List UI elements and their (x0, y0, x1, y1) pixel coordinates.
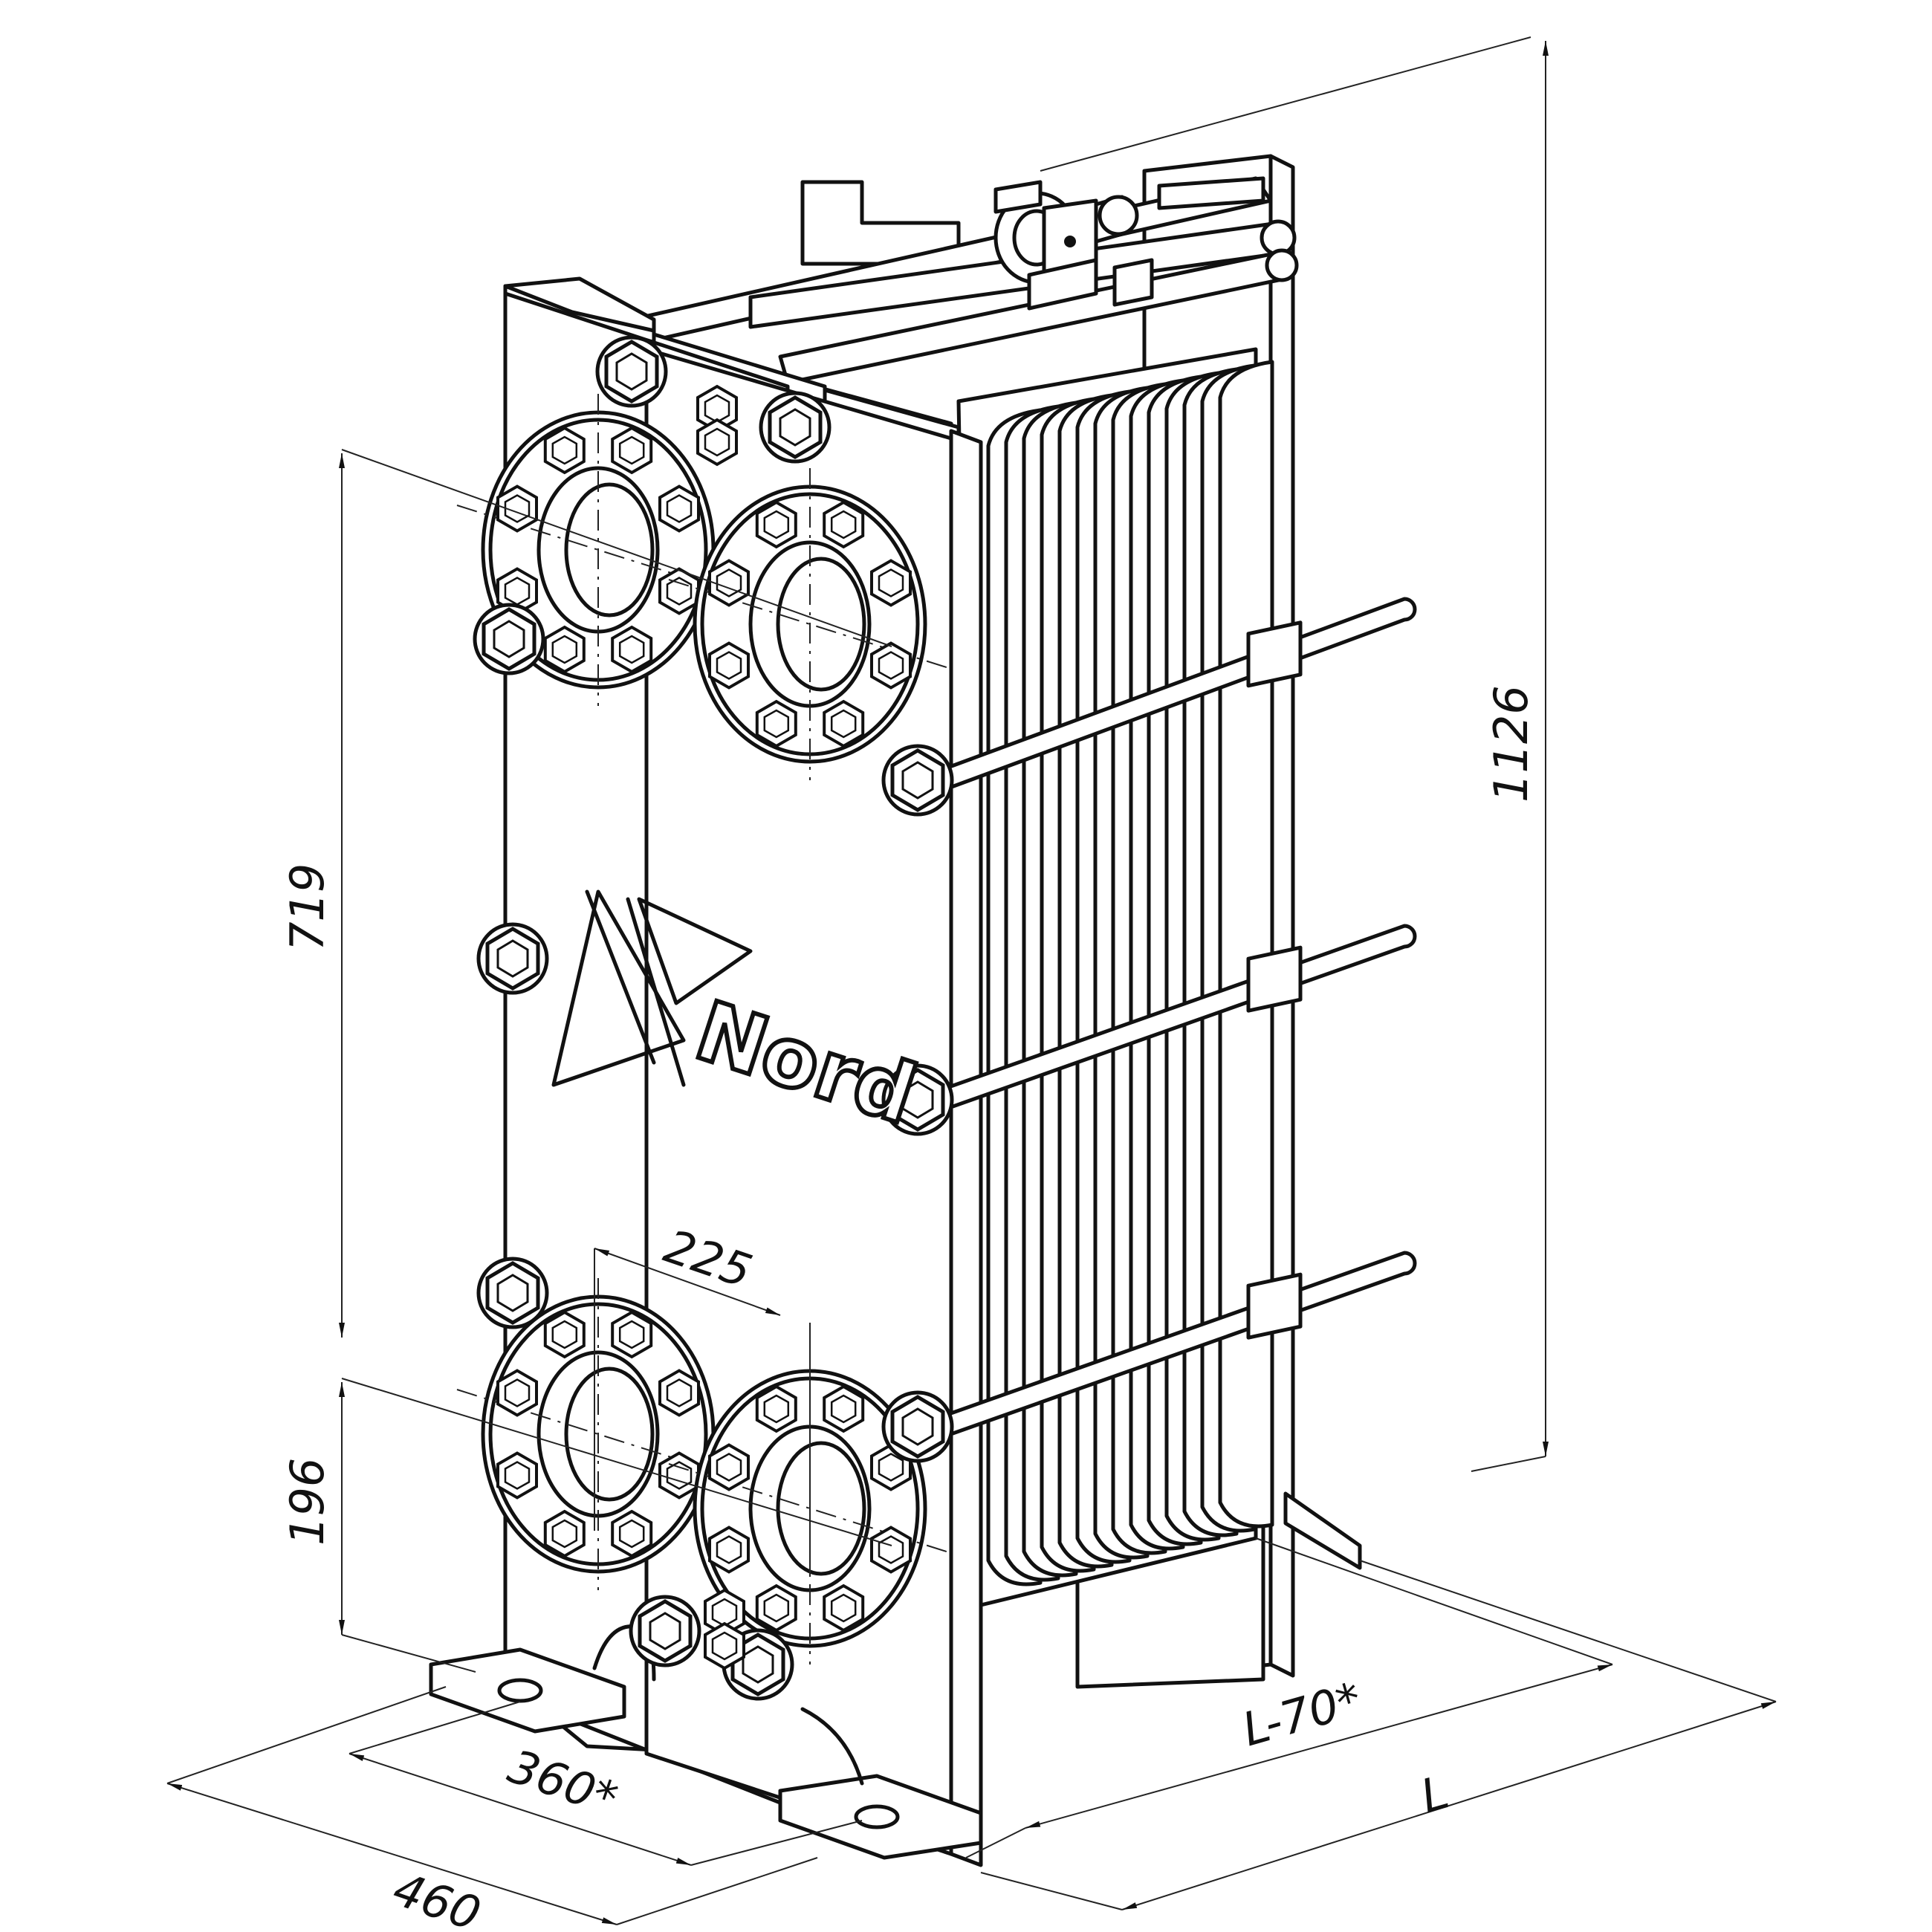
tie-bolts (919, 597, 1417, 1447)
dimension-labels: 1126 719 196 225 460 360* L-70* L (280, 685, 1538, 1932)
top-roller-assembly (993, 180, 1154, 311)
dim-bottom-port-height: 196 (280, 1458, 334, 1546)
dim-frame-width: 460 (386, 1861, 487, 1932)
tie-rod-nut (1246, 620, 1303, 688)
port-flange (456, 394, 740, 706)
dimension-lines (166, 36, 1777, 1925)
plate-pack (956, 347, 1274, 1607)
tie-rod-nut (1246, 1272, 1303, 1340)
tie-rod-nut (1246, 945, 1303, 1013)
port-flange (668, 468, 952, 780)
dim-overall-height: 1126 (1484, 685, 1538, 803)
port-flange (456, 1278, 740, 1590)
dim-port-vertical-spacing: 719 (280, 863, 334, 951)
support-feet (429, 1624, 983, 1860)
heat-plate (1218, 360, 1274, 1529)
dim-inner-length: L-70* (1236, 1672, 1367, 1757)
dim-foot-bolt-spacing: 360* (502, 1739, 624, 1826)
